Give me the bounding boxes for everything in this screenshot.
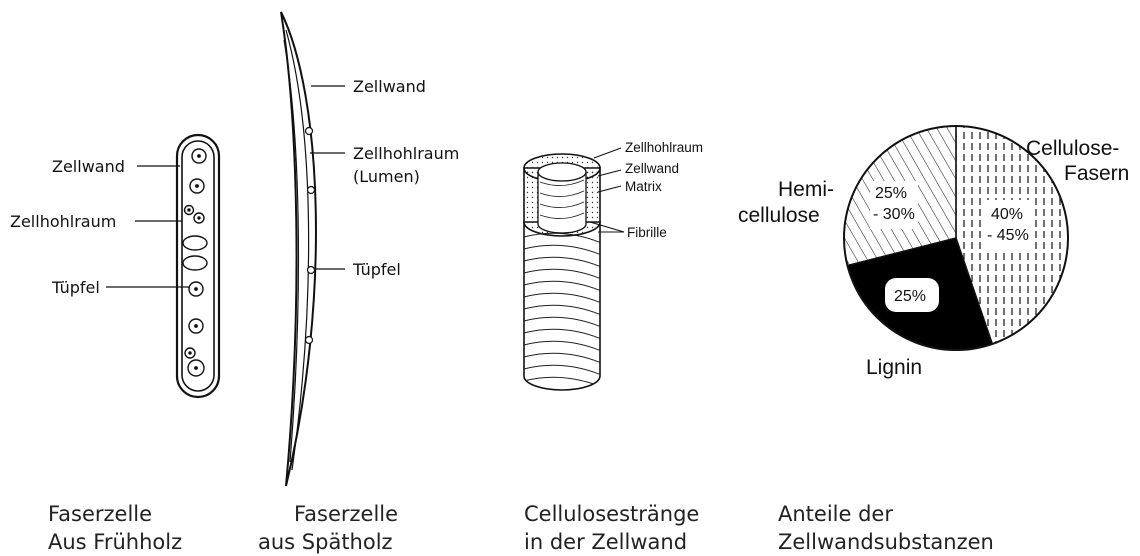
label-matrix: Matrix	[625, 179, 662, 194]
caption-line-2: in der Zellwand	[524, 530, 687, 554]
caption-line-1: Faserzelle	[294, 502, 398, 526]
label-fibrille: Fibrille	[627, 225, 667, 240]
caption-line-2: aus Spätholz	[258, 530, 393, 554]
label-hemi: Hemi-	[778, 178, 834, 201]
caption-line-1: Anteile der	[778, 502, 893, 526]
cellulose-strands-cylinder: Zellhohlraum Zellwand Matrix Fibrille Ce…	[520, 140, 703, 554]
label-zellhohlraum: Zellhohlraum	[10, 212, 116, 231]
pct-lignin: 25%	[894, 288, 926, 305]
pct-cellulose-2: - 45%	[987, 227, 1029, 244]
label-zellwand: Zellwand	[353, 77, 426, 96]
pct-hemi-2: - 30%	[873, 206, 915, 223]
label-hemicellulose: cellulose	[738, 204, 820, 227]
label-lignin: Lignin	[866, 356, 922, 379]
caption-line-2: Zellwandsubstanzen	[778, 530, 994, 554]
label-tuepfel: Tüpfel	[51, 278, 100, 297]
early-wood-fiber-cell: Zellwand Zellhohlraum Tüpfel Faserzelle …	[10, 135, 219, 554]
label-zellhohlraum: Zellhohlraum	[353, 144, 459, 163]
label-zellwand: Zellwand	[52, 157, 125, 176]
pct-cellulose-1: 40%	[991, 206, 1023, 223]
caption-line-2: Aus Frühholz	[48, 530, 182, 554]
late-wood-fiber-cell: Zellwand Zellhohlraum (Lumen) Tüpfel Fas…	[258, 12, 459, 554]
pct-hemi-1: 25%	[875, 185, 907, 202]
caption-line-1: Cellulosestränge	[524, 502, 699, 526]
label-zellhohlraum: Zellhohlraum	[625, 140, 703, 155]
label-cellulose: Cellulose-	[1026, 137, 1119, 160]
label-cellulose-fasern: Fasern	[1064, 162, 1129, 185]
label-lumen: (Lumen)	[353, 167, 420, 186]
caption-line-1: Faserzelle	[48, 502, 152, 526]
lumen-opening	[538, 163, 586, 181]
label-tuepfel: Tüpfel	[352, 260, 401, 279]
label-zellwand: Zellwand	[625, 161, 679, 176]
